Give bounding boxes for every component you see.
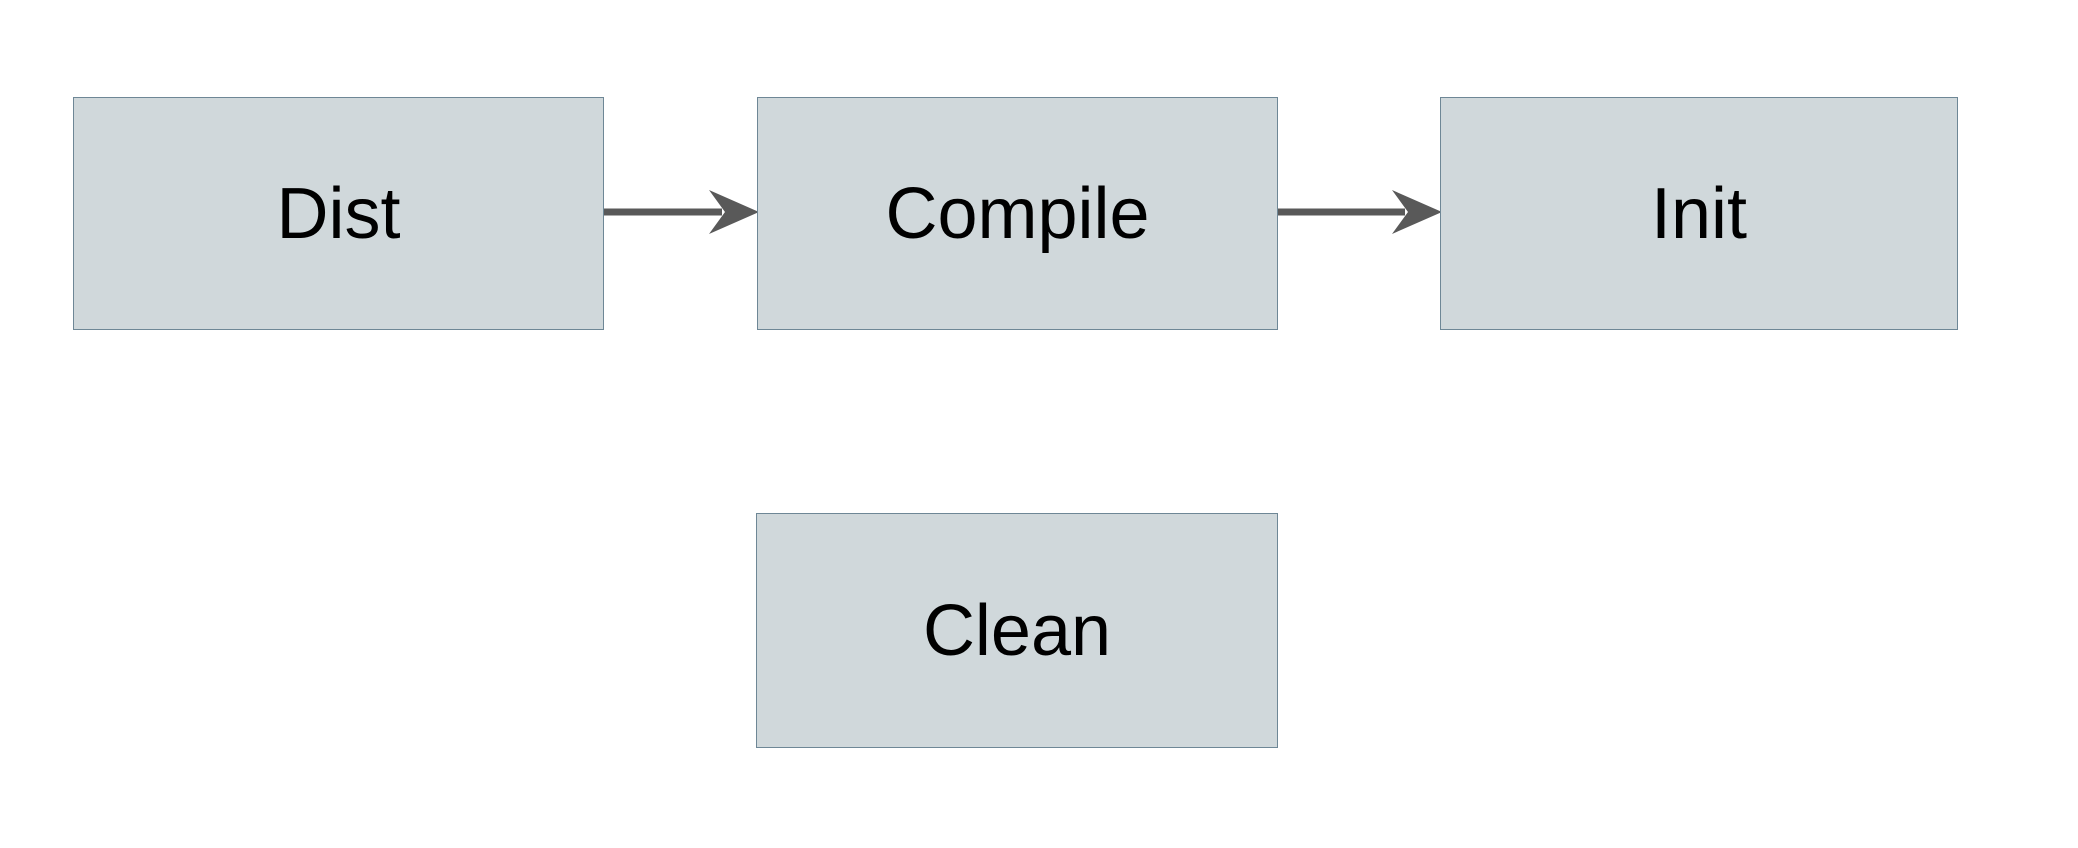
node-clean-label: Clean (922, 590, 1112, 671)
arrowhead-icon (1392, 190, 1442, 234)
edge-arrow-shaft (604, 208, 722, 216)
edge-compile-to-init[interactable] (1278, 182, 1442, 244)
node-dist-label: Dist (276, 173, 401, 254)
arrowhead-icon (709, 190, 759, 234)
edge-dist-to-compile[interactable] (604, 182, 759, 244)
edge-arrow-shaft (1278, 208, 1405, 216)
node-init[interactable]: Init (1440, 97, 1958, 330)
node-init-label: Init (1650, 173, 1748, 254)
node-compile-label: Compile (885, 173, 1150, 254)
node-compile[interactable]: Compile (757, 97, 1278, 330)
node-clean[interactable]: Clean (756, 513, 1278, 748)
node-dist[interactable]: Dist (73, 97, 604, 330)
